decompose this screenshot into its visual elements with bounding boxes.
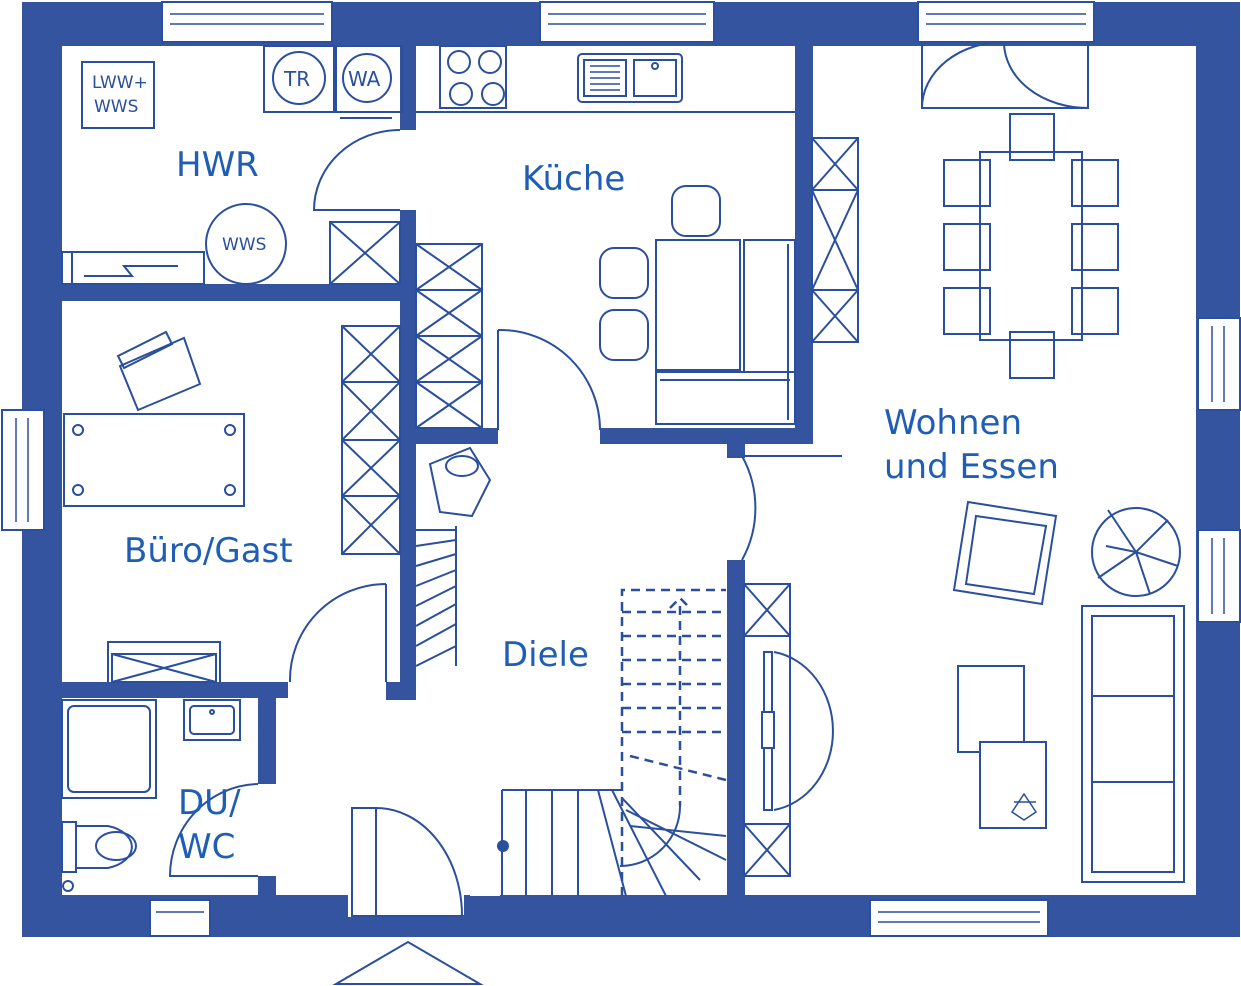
living-room: [811, 41, 1185, 883]
hwr-room: LWW+ WWS TR WA WWS: [61, 45, 403, 285]
room-label-diele: Diele: [502, 635, 589, 675]
room-label-wohnen-1: Wohnen: [884, 403, 1022, 443]
tr-label: TR: [283, 67, 310, 91]
room-label-hwr: HWR: [176, 145, 259, 185]
wa-label: WA: [348, 67, 381, 91]
door-swing-icon: [497, 328, 601, 431]
kitchen-room: [415, 45, 796, 431]
room-label-du: DU/: [178, 783, 241, 823]
wws-label: WWS: [222, 235, 266, 255]
office-room: [63, 325, 401, 683]
room-label-buero: Büro/Gast: [124, 531, 293, 571]
door-swing-icon: [168, 783, 259, 877]
bathroom-room: [61, 699, 259, 892]
door-swing-icon: [921, 41, 1089, 110]
window-icon: [1, 1, 1241, 937]
room-label-kueche: Küche: [522, 159, 625, 199]
entrance-marker-icon: [332, 940, 484, 985]
room-label-wc: WC: [178, 827, 235, 867]
room-label-wohnen-2: und Essen: [884, 447, 1059, 487]
door-swing-icon: [312, 129, 401, 211]
door-swing-icon: [288, 583, 387, 683]
hallway-room: [332, 446, 842, 985]
plant-icon: [1010, 507, 1181, 821]
lww-label-1: LWW+: [92, 73, 148, 93]
stair-arrow-icon: [669, 596, 691, 609]
coat-rack: [415, 526, 457, 667]
lww-label-2: WWS: [94, 97, 138, 117]
